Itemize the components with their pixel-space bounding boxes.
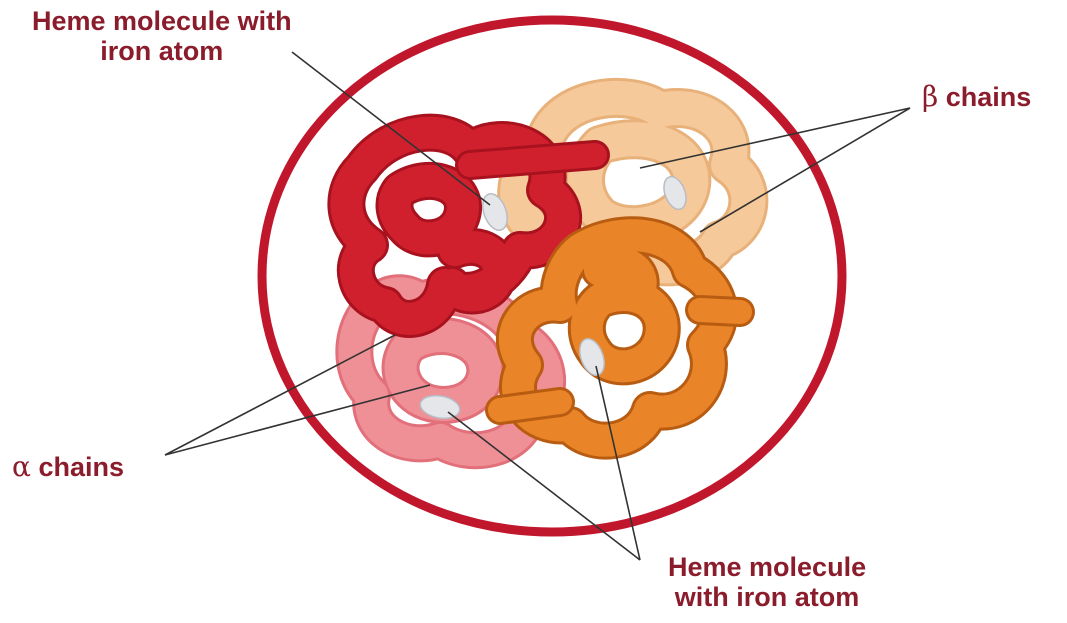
label-heme-top-line2: iron atom bbox=[32, 36, 292, 66]
label-heme-top-line1: Heme molecule with bbox=[32, 6, 292, 36]
label-heme-bottom-line1: Heme molecule bbox=[668, 552, 866, 582]
beta-chains-text: chains bbox=[946, 82, 1032, 112]
label-beta-chains: β chains bbox=[922, 82, 1031, 112]
label-heme-bottom: Heme molecule with iron atom bbox=[668, 552, 866, 612]
label-alpha-chains: α chains bbox=[12, 452, 124, 482]
label-heme-top: Heme molecule with iron atom bbox=[32, 6, 292, 66]
beta-symbol: β bbox=[922, 80, 938, 113]
alpha-symbol: α bbox=[12, 450, 31, 483]
label-heme-bottom-line2: with iron atom bbox=[668, 582, 866, 612]
alpha-chains-text: chains bbox=[38, 452, 124, 482]
